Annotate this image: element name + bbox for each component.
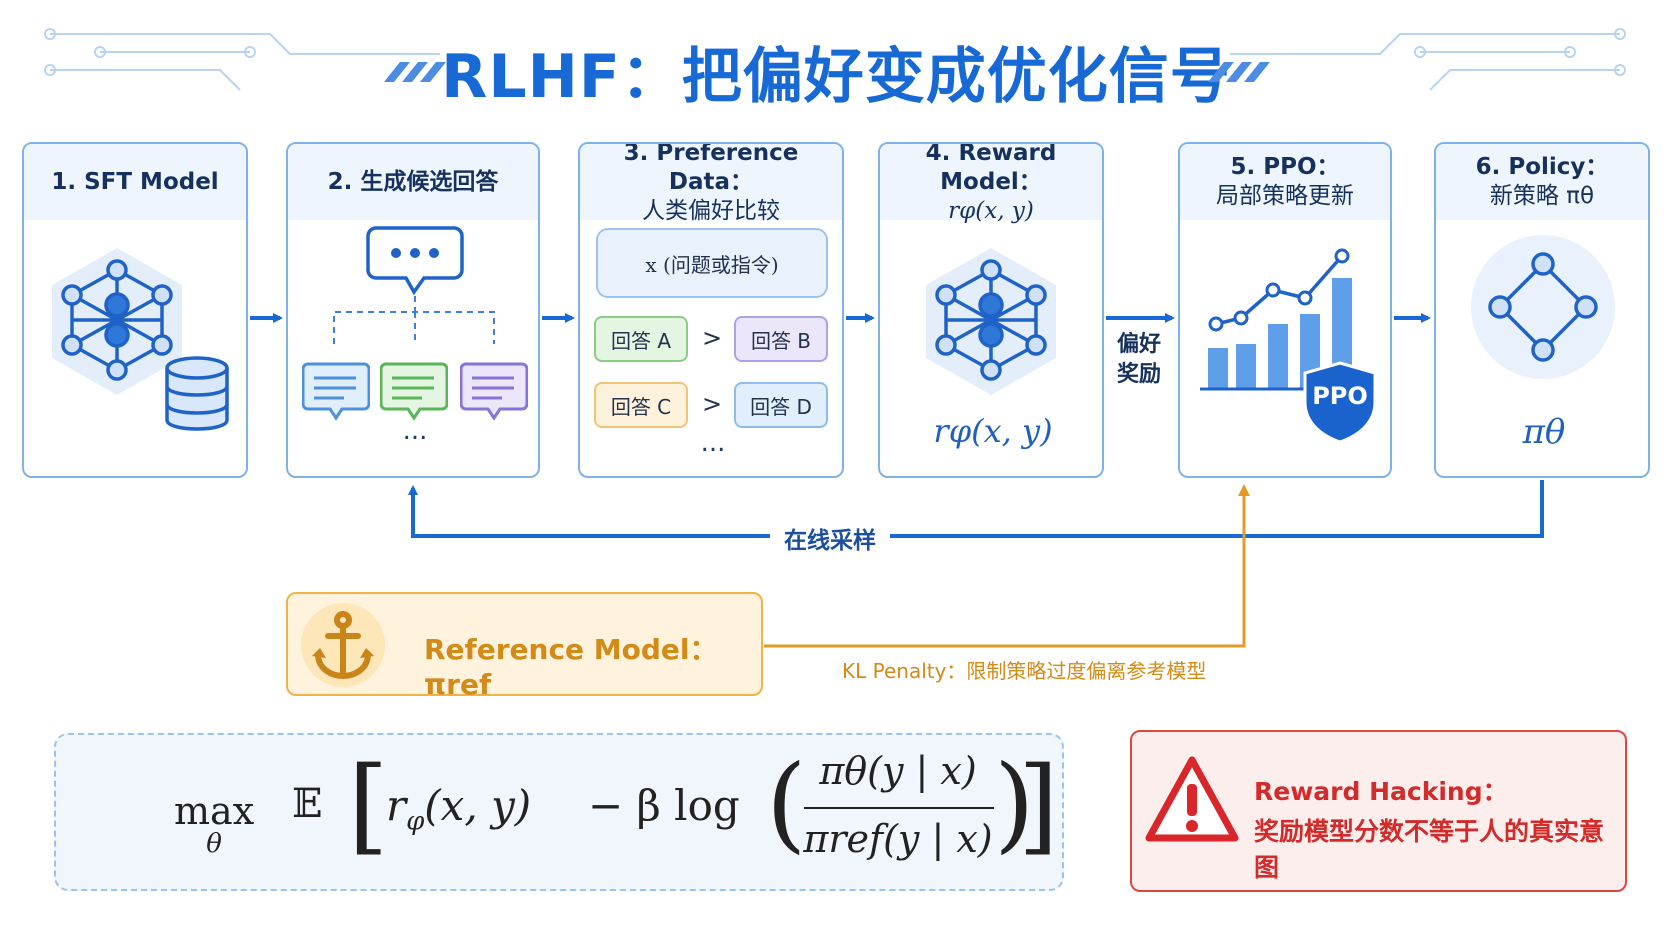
stage-title: 2. 生成候选回答 [327,168,499,195]
formula-close-bracket: ] [1018,744,1059,866]
formula-open-bracket: [ [348,744,389,866]
shield-badge-icon [1303,361,1377,444]
stage-title: 3. Preference Data： [623,142,799,195]
stage-subtitle: 人类偏好比较 [642,197,780,224]
stage-policy: 6. Policy： 新策略 πθ πθ [1434,142,1650,478]
bar-chart-icon [1200,248,1364,391]
message-card-icon [302,362,370,421]
preference-reward-label: 偏好 奖励 [1116,332,1161,387]
database-icon [165,356,229,431]
online-sampling-label: 在线采样 [770,521,890,555]
reward-hacking-warning: Reward Hacking： 奖励模型分数不等于人的真实意图 [1130,730,1627,892]
stage-reward-model: 4. Reward Model： rφ(x, y) rφ(x, y) [878,142,1104,478]
formula-numerator: πθ(y | x) [819,749,977,793]
prompt-box: x (问题或指令) [596,228,828,298]
page-title: RLHF：把偏好变成优化信号 [441,42,1231,112]
answer-d: 回答 D [734,382,828,428]
circuit-decoration-icon [44,28,446,91]
reward-label: rφ(x, y) [933,412,1053,450]
comparison-op: > [701,324,723,352]
stage-title: 4. Reward Model： [925,142,1057,195]
formula-minus-beta-log: − β log [588,781,740,830]
stage-title: 6. Policy： [1475,154,1609,180]
formula-denominator: πref(y | x) [803,817,993,861]
message-card-icon [380,362,448,421]
policy-graph-icon [1471,235,1615,379]
kl-penalty-label: KL Penalty：限制策略过度偏离参考模型 [842,659,1207,683]
circuit-decoration-icon [1208,28,1626,91]
ppo-badge-label: PPO [1312,382,1368,410]
stage-title: 1. SFT Model [51,168,219,195]
formula-reward-term: rφ(x, y) [386,781,532,837]
formula-expectation: 𝔼 [292,781,323,827]
ellipsis: ... [402,416,428,446]
stage-subtitle: 局部策略更新 [1216,183,1354,209]
answer-c: 回答 C [594,382,688,428]
warning-title: Reward Hacking： [1254,777,1508,806]
stage-sft-model: 1. SFT Model [22,142,248,478]
answer-a: 回答 A [594,316,688,362]
formula-close-paren: ) [994,742,1035,864]
warning-body: 奖励模型分数不等于人的真实意图 [1254,817,1605,882]
chat-bubble-icon [366,226,464,296]
stage-subtitle: 新策略 πθ [1489,183,1595,209]
warning-triangle-icon [1145,756,1239,842]
network-hex-icon [52,248,182,395]
stage-preference-data: 3. Preference Data： 人类偏好比较 x (问题或指令) 回答 … [578,142,844,478]
reference-model-box: Reference Model：πref [286,592,763,701]
anchor-icon [301,603,385,687]
network-hex-icon [926,248,1056,395]
comparison-op: > [701,390,723,418]
branch-connectors [333,296,495,344]
reference-model-label: Reference Model：πref [424,633,718,701]
stage-ppo: 5. PPO： 局部策略更新 PPO [1178,142,1392,478]
formula-fraction-bar [804,807,994,809]
policy-label: πθ [1522,412,1566,452]
objective-formula: max θ 𝔼 [ rφ(x, y) − β log ( πθ(y | x) π… [54,733,1064,891]
stage-subtitle: rφ(x, y) [948,197,1034,224]
stage-generate-candidates: 2. 生成候选回答 ... [286,142,540,478]
stage-title: 5. PPO： [1230,154,1340,180]
formula-open-paren: ( [766,742,807,864]
message-card-icon [460,362,528,421]
answer-b: 回答 B [734,316,828,362]
formula-max: max θ [174,789,255,859]
ellipsis: ... [700,428,726,458]
